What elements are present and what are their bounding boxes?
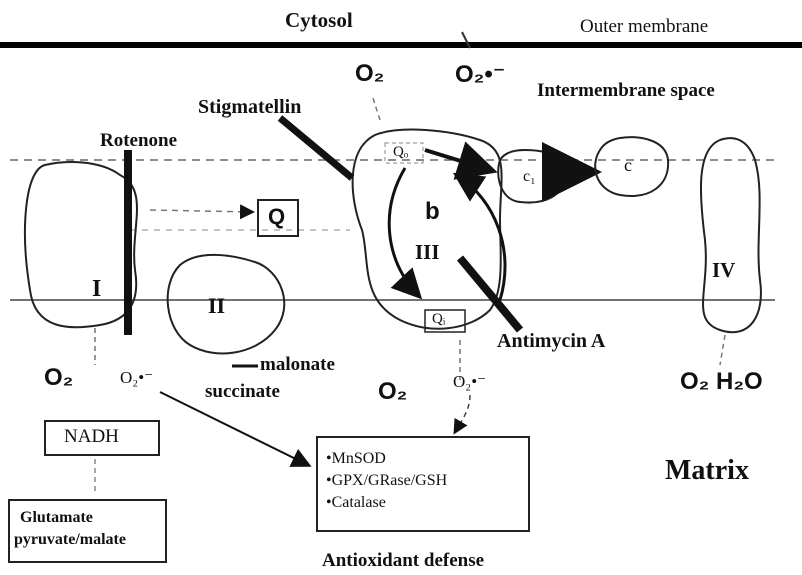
ubiquinone-label: Q bbox=[268, 204, 285, 230]
qo-site-label: Qₒ bbox=[393, 144, 408, 161]
superoxide-matrix-center-label: O₂•⁻ bbox=[453, 372, 486, 392]
pyruvate-malate-label: pyruvate/malate bbox=[14, 531, 126, 549]
o2-matrix-left-label: O₂ bbox=[44, 364, 73, 392]
antioxidant-item: •Catalase bbox=[326, 492, 447, 514]
leak-arrow-c3-top bbox=[372, 95, 380, 120]
antioxidant-caption: Antioxidant defense bbox=[322, 550, 484, 572]
succinate-label: succinate bbox=[205, 381, 280, 403]
superoxide-ims-label: O₂•⁻ bbox=[455, 60, 505, 89]
b-arrow-down bbox=[389, 168, 418, 295]
stigmatellin-label: Stigmatellin bbox=[198, 96, 301, 119]
o2-h2o-label: O₂ H₂O bbox=[680, 368, 763, 396]
cytochrome-c1-label: c₁ bbox=[523, 168, 536, 186]
intermembrane-space-label: Intermembrane space bbox=[537, 80, 715, 102]
glutamate-label: Glutamate bbox=[20, 509, 93, 527]
complex-2-shape bbox=[168, 255, 285, 354]
nadh-label: NADH bbox=[64, 426, 119, 448]
complex-4-label: IV bbox=[712, 258, 735, 283]
malonate-label: malonate bbox=[260, 354, 335, 376]
o2-matrix-center-label: O₂ bbox=[378, 378, 407, 406]
antimycin-bar bbox=[460, 258, 520, 330]
superoxide-matrix-left-label: O₂•⁻ bbox=[120, 368, 153, 388]
qi-site-label: Qᵢ bbox=[432, 311, 445, 328]
outer-membrane-label: Outer membrane bbox=[580, 16, 708, 38]
matrix-label: Matrix bbox=[665, 455, 749, 487]
o2-ims-label: O₂ bbox=[355, 60, 384, 88]
complex-2-label: II bbox=[208, 293, 225, 319]
leak-arrow-c4 bbox=[720, 335, 725, 365]
cytochrome-b-label: b bbox=[425, 198, 440, 226]
q-dashed-arrow bbox=[150, 210, 252, 212]
antioxidant-list: •MnSOD •GPX/GRase/GSH •Catalase bbox=[326, 448, 447, 514]
antimycin-label: Antimycin A bbox=[497, 330, 605, 353]
cytochrome-c-label: c bbox=[624, 155, 632, 176]
cytosol-label: Cytosol bbox=[285, 8, 353, 33]
rotenone-label: Rotenone bbox=[100, 130, 177, 152]
antioxidant-box: •MnSOD •GPX/GRase/GSH •Catalase bbox=[316, 436, 530, 532]
superoxide-to-defense-arrow-center bbox=[455, 395, 470, 432]
stigmatellin-bar bbox=[280, 118, 352, 178]
nadh-box: NADH bbox=[44, 420, 160, 456]
antioxidant-item: •MnSOD bbox=[326, 448, 447, 470]
complex-4-shape bbox=[701, 138, 761, 332]
substrate-box: Glutamate pyruvate/malate bbox=[8, 499, 167, 563]
complex-1-shape bbox=[25, 162, 137, 327]
complex-3-label: III bbox=[415, 240, 440, 265]
complex-1-label: I bbox=[92, 276, 101, 303]
antioxidant-item: •GPX/GRase/GSH bbox=[326, 470, 447, 492]
rotenone-bar bbox=[124, 150, 132, 335]
